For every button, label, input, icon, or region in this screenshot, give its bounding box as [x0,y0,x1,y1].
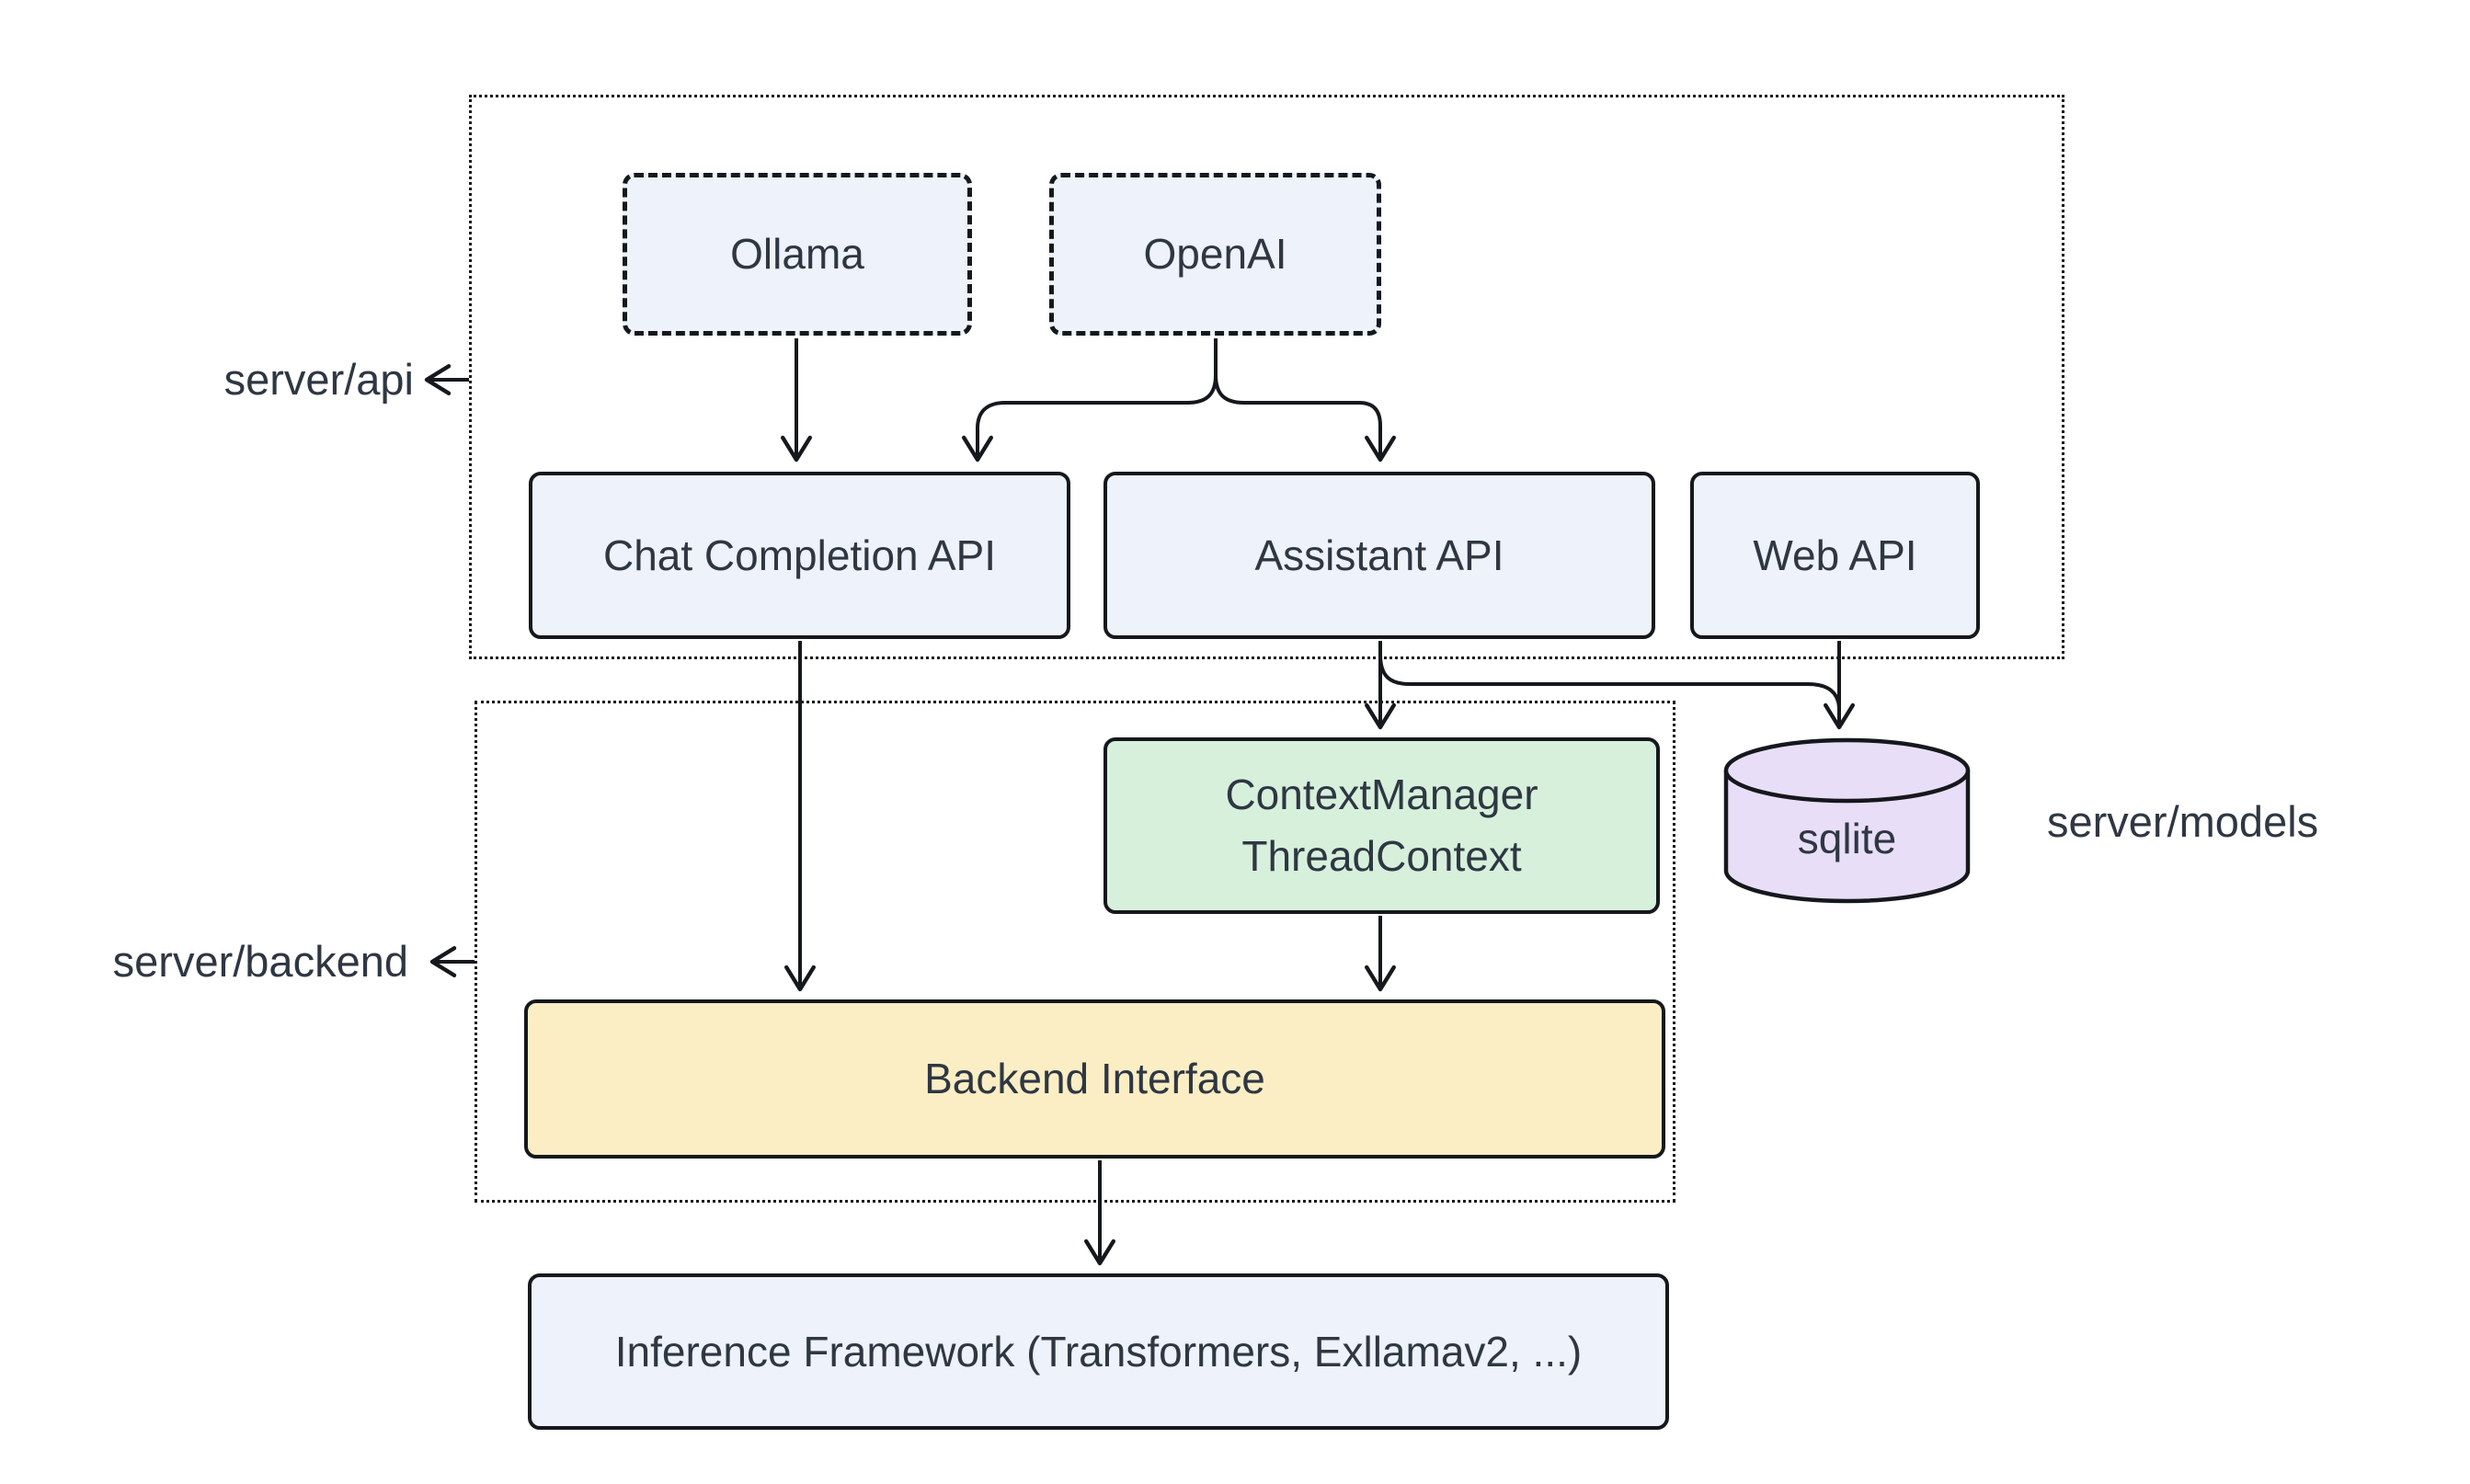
node-ollama: Ollama [623,173,972,336]
node-assistant-api-label: Assistant API [1254,531,1504,579]
node-openai: OpenAI [1049,173,1381,336]
edge-openai-chat-api [962,338,1218,462]
group-server-api [469,95,2064,659]
node-web-api-label: Web API [1753,531,1917,579]
group-server-backend [475,701,1675,1203]
node-inference-framework-label: Inference Framework (Transformers, Exlla… [614,1327,1583,1376]
sqlite-cylinder-icon [1723,737,1971,904]
node-assistant-api: Assistant API [1103,472,1655,639]
label-server-api: server/api [223,355,414,404]
node-sqlite-label: sqlite [1797,815,1897,862]
label-server-models: server/models [2047,797,2319,846]
node-openai-label: OpenAI [1143,230,1287,279]
node-context-manager: ContextManager ThreadContext [1103,737,1660,914]
node-ollama-label: Ollama [730,230,864,279]
edge-assistant-api-sqlite [1378,654,1841,711]
label-server-backend: server/backend [112,937,408,986]
node-context-manager-label: ContextManager ThreadContext [1225,771,1538,880]
edge-openai-assistant-api [1214,338,1396,462]
node-web-api: Web API [1690,472,1980,639]
node-chat-completion-api-label: Chat Completion API [602,531,996,579]
node-chat-completion-api: Chat Completion API [529,472,1070,639]
node-backend-interface: Backend Interface [524,999,1665,1159]
node-backend-interface-label: Backend Interface [924,1055,1265,1103]
node-inference-framework: Inference Framework (Transformers, Exlla… [528,1273,1669,1430]
